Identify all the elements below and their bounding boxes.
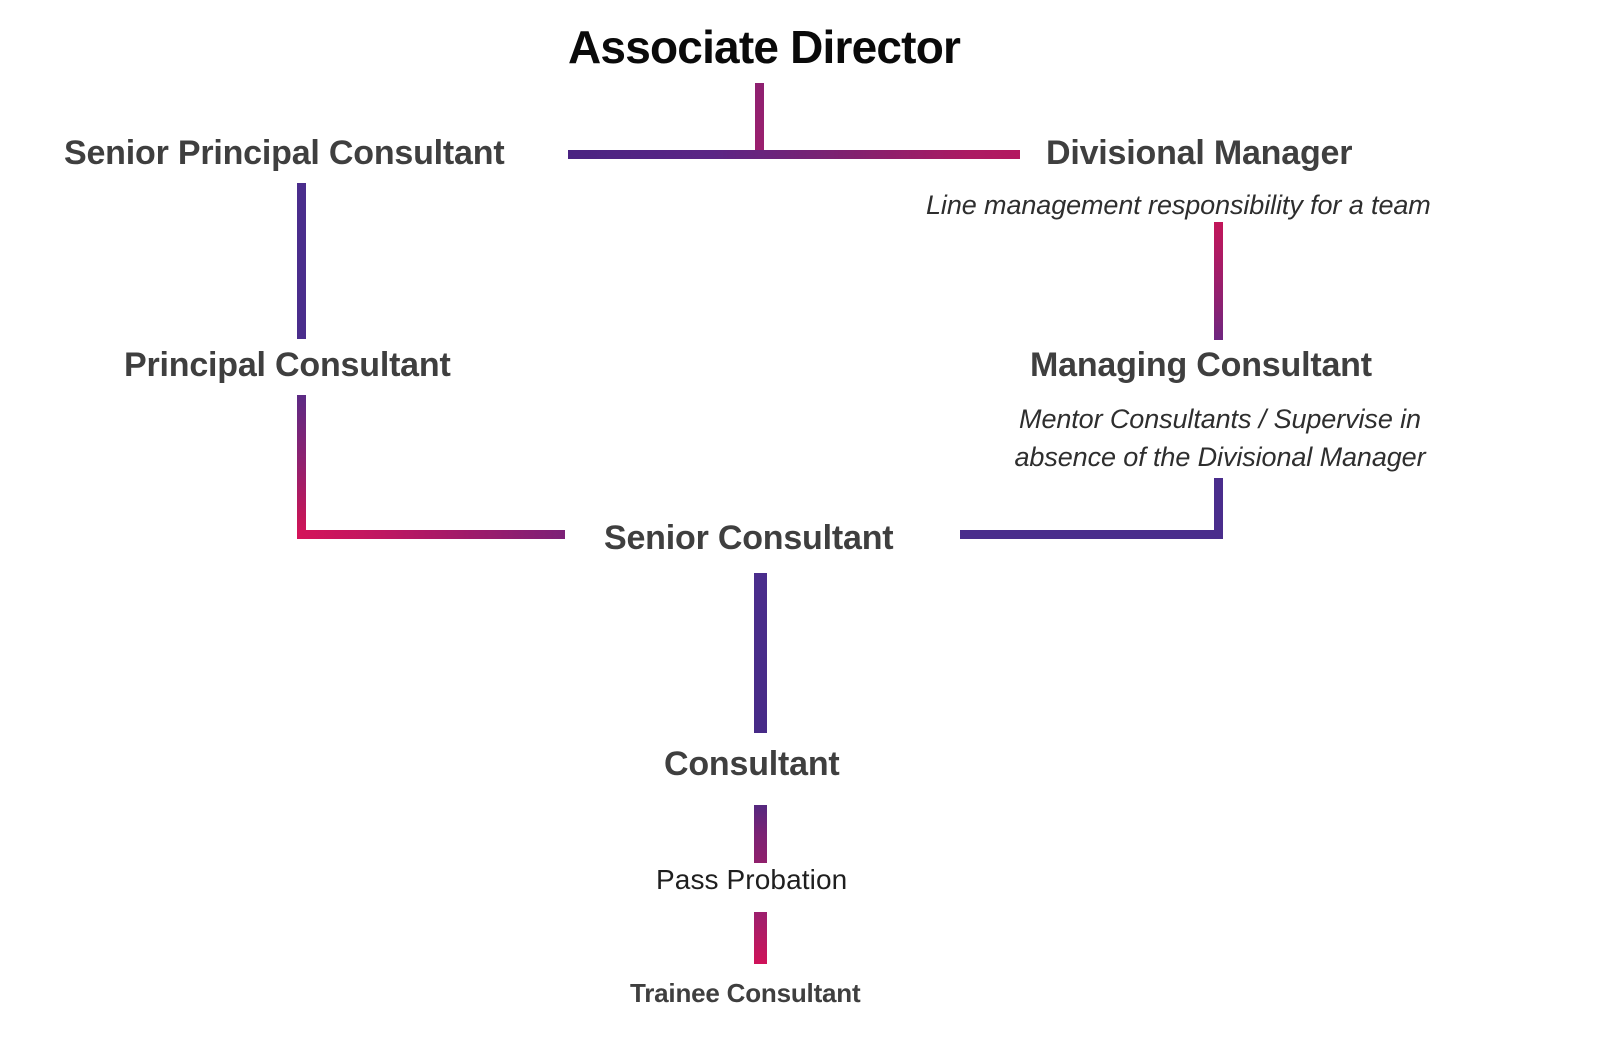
node-managing-consultant: Managing Consultant <box>1030 346 1372 384</box>
connector-senior-principal-to-divisional-bar <box>568 150 1020 159</box>
note-managing-consultant: Mentor Consultants / Supervise in absence… <box>930 400 1510 477</box>
node-divisional-manager: Divisional Manager <box>1046 134 1353 172</box>
connector-senior-consultant-to-consultant <box>754 573 767 733</box>
connector-divisional-to-managing <box>1214 222 1223 340</box>
note-divisional-manager: Line management responsibility for a tea… <box>926 190 1431 220</box>
note-managing-consultant-line1: Mentor Consultants / Supervise in <box>1019 404 1421 434</box>
connector-principal-elbow-vertical <box>297 395 306 539</box>
connector-principal-elbow-horizontal <box>297 530 565 539</box>
node-pass-probation: Pass Probation <box>656 864 848 895</box>
connector-managing-elbow-vertical <box>1214 478 1223 539</box>
node-associate-director: Associate Director <box>568 21 961 73</box>
connector-associate-director-down-stub <box>755 83 764 157</box>
node-senior-consultant: Senior Consultant <box>604 519 894 557</box>
connector-senior-principal-to-principal <box>297 183 306 339</box>
connector-pass-probation-to-trainee <box>754 912 767 964</box>
note-managing-consultant-line2: absence of the Divisional Manager <box>1014 442 1426 473</box>
connector-consultant-to-pass-probation <box>754 805 767 863</box>
node-trainee-consultant: Trainee Consultant <box>630 978 861 1008</box>
node-senior-principal-consultant: Senior Principal Consultant <box>64 134 505 172</box>
node-consultant: Consultant <box>664 745 840 783</box>
connector-managing-elbow-horizontal <box>960 530 1223 539</box>
node-principal-consultant: Principal Consultant <box>124 346 451 384</box>
